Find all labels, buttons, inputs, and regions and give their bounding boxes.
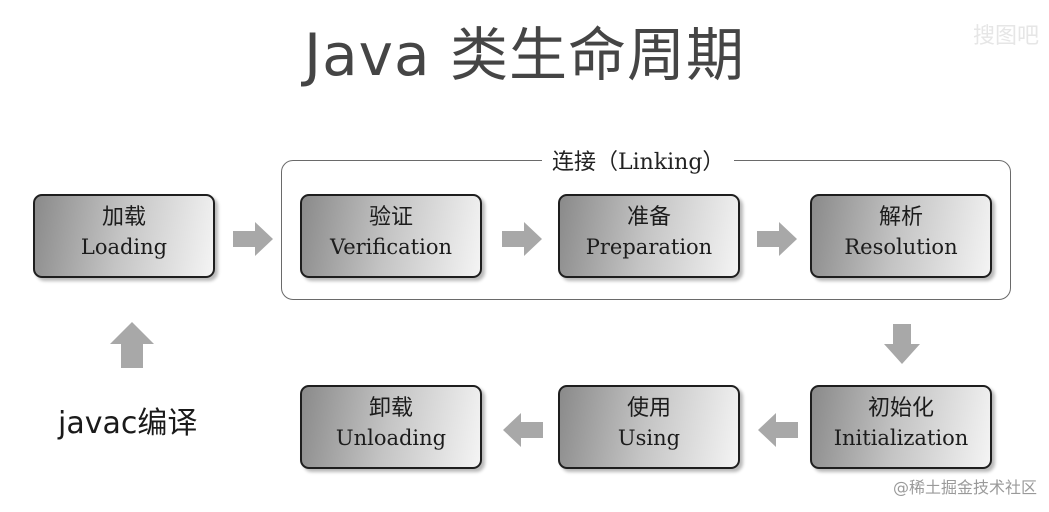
stage-initialization-zh: 初始化	[867, 396, 934, 421]
stage-initialization-en: Initialization	[833, 426, 969, 450]
corner-logo: 搜图吧	[972, 24, 1039, 49]
page-title: Java 类生命周期	[304, 21, 745, 89]
arrow-down-icon	[884, 324, 920, 364]
stage-initialization: 初始化 Initialization	[810, 385, 992, 469]
stage-loading-zh: 加载	[101, 205, 146, 230]
stage-using-zh: 使用	[626, 396, 671, 421]
stage-loading-en: Loading	[80, 235, 168, 259]
stage-resolution-zh: 解析	[878, 205, 923, 230]
stage-preparation: 准备 Preparation	[558, 194, 740, 278]
stage-resolution-en: Resolution	[844, 235, 958, 259]
stage-verification: 验证 Verification	[300, 194, 482, 278]
arrow-right-icon	[233, 222, 273, 256]
stage-unloading-en: Unloading	[335, 426, 447, 450]
linking-group-label: 连接（Linking）	[542, 144, 735, 176]
stage-using-en: Using	[617, 426, 681, 450]
arrow-right-icon	[757, 222, 797, 256]
watermark: @稀土掘金技术社区	[892, 478, 1037, 497]
stage-verification-zh: 验证	[368, 205, 413, 230]
stage-verification-en: Verification	[329, 235, 453, 259]
stage-resolution: 解析 Resolution	[810, 194, 992, 278]
stage-preparation-zh: 准备	[626, 205, 671, 230]
stage-unloading: 卸载 Unloading	[300, 385, 482, 469]
javac-compile-label: javac编译	[58, 406, 198, 441]
stage-preparation-en: Preparation	[585, 235, 713, 259]
arrow-left-icon	[758, 413, 798, 447]
stage-using: 使用 Using	[558, 385, 740, 469]
stage-loading: 加载 Loading	[33, 194, 215, 278]
arrow-up-icon	[110, 322, 154, 368]
arrow-left-icon	[503, 413, 543, 447]
arrow-right-icon	[502, 222, 542, 256]
stage-unloading-zh: 卸载	[368, 396, 413, 421]
